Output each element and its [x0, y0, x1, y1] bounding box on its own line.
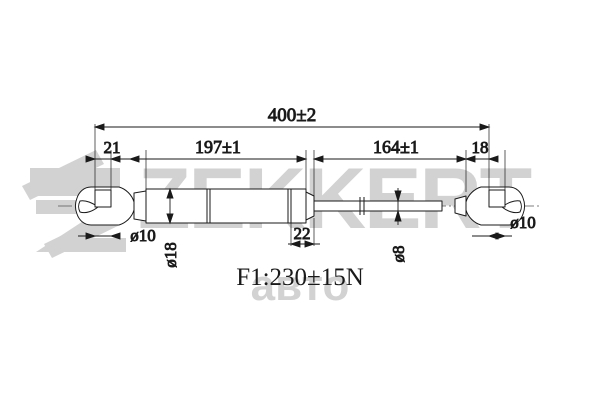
- dimension-rod-diameter-label: ø8: [389, 246, 408, 263]
- dimension-right-fitting-label: 18: [472, 138, 489, 157]
- dimension-left-bore-label: ø10: [130, 226, 156, 245]
- left-end-fitting: [75, 186, 147, 226]
- dimension-right-bore: ø10: [472, 213, 536, 240]
- right-end-fitting: [454, 186, 525, 226]
- dimension-cylinder-length: 197±1: [111, 137, 308, 163]
- dimension-cylinder-length-label: 197±1: [195, 137, 241, 157]
- dimension-rod-length-label: 164±1: [373, 137, 419, 157]
- cylinder-body: [145, 188, 315, 224]
- dimension-rod-diameter: ø8: [389, 188, 408, 263]
- dimension-overall-length: 400±2: [93, 105, 491, 131]
- extension-lines: [94, 124, 506, 200]
- dimension-right-bore-label: ø10: [510, 213, 536, 232]
- dimension-collar-width: 22: [288, 218, 320, 248]
- dimension-left-fitting: 21: [85, 138, 130, 163]
- dimension-collar-width-label: 22: [294, 224, 311, 243]
- force-specification-label: F1:230±15N: [236, 264, 364, 291]
- dimension-cylinder-diameter-label: ø18: [161, 242, 180, 268]
- watermark-sub: авто: [251, 261, 350, 310]
- dimension-left-fitting-label: 21: [104, 138, 121, 157]
- dimension-cylinder-diameter: ø18: [161, 187, 180, 268]
- dimension-left-bore: ø10: [78, 226, 156, 245]
- dimension-overall-length-label: 400±2: [268, 105, 316, 126]
- right-bore: [488, 189, 506, 208]
- dimension-layer: 400±2 21 197±1 164±1: [78, 105, 536, 268]
- piston-rod: [313, 197, 443, 215]
- part-geometry: [58, 186, 542, 226]
- left-bore: [94, 189, 112, 208]
- dimension-right-fitting: 18: [460, 138, 499, 163]
